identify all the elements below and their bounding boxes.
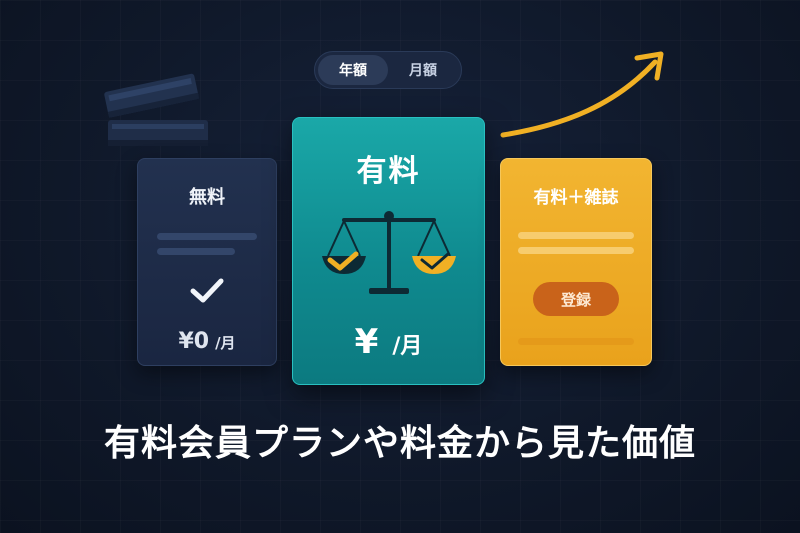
price-unit: /月 <box>215 334 236 352</box>
plan-card-free[interactable]: 無料 ¥0 /月 <box>137 158 277 366</box>
plan-paid-price: ¥ /月 <box>355 322 423 362</box>
check-icon <box>189 277 225 309</box>
register-button[interactable]: 登録 <box>533 282 619 316</box>
billing-period-toggle: 年額 月額 <box>314 51 462 89</box>
books-icon <box>96 68 214 162</box>
plan-card-paid[interactable]: 有料 ¥ /月 <box>292 117 485 385</box>
placeholder-line <box>518 338 634 345</box>
page-headline: 有料会員プランや料金から見た価値 <box>103 423 696 464</box>
placeholder-line <box>157 233 257 240</box>
toggle-monthly[interactable]: 月額 <box>409 63 437 79</box>
plan-card-magazine[interactable]: 有料＋雑誌 登録 <box>500 158 652 366</box>
placeholder-line <box>157 248 235 255</box>
placeholder-line <box>518 247 634 254</box>
toggle-yearly[interactable]: 年額 <box>318 55 388 85</box>
plan-free-title: 無料 <box>189 187 225 208</box>
plan-free-price: ¥0 /月 <box>178 329 235 354</box>
trend-arrow-icon <box>495 40 675 154</box>
price-value: ¥0 <box>178 329 210 354</box>
plan-paid-title: 有料 <box>356 154 421 189</box>
placeholder-line <box>518 232 634 239</box>
plan-magazine-title: 有料＋雑誌 <box>533 188 619 208</box>
price-value: ¥ <box>354 322 379 362</box>
price-unit: /月 <box>392 334 423 359</box>
balance-scale-icon <box>314 204 464 308</box>
